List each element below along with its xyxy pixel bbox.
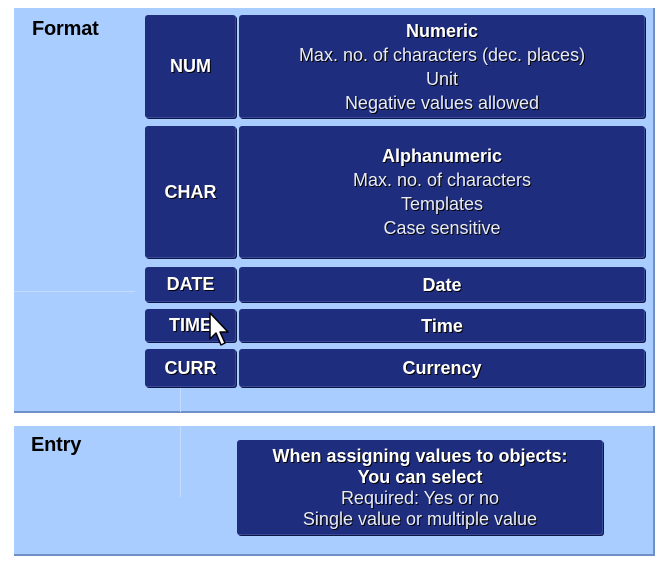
format-code-char[interactable]: CHAR xyxy=(145,126,236,258)
entry-title-line: When assigning values to objects: xyxy=(272,445,568,466)
code-label: TIME xyxy=(169,315,212,335)
desc-line: Unit xyxy=(425,68,458,89)
format-desc-time: Time xyxy=(239,309,645,342)
format-panel-title: Format xyxy=(32,18,99,40)
divider xyxy=(180,426,181,497)
code-label: CURR xyxy=(164,357,217,378)
format-code-num[interactable]: NUM xyxy=(145,15,236,118)
format-desc-date: Date xyxy=(239,267,645,302)
format-code-curr[interactable]: CURR xyxy=(145,349,236,387)
format-desc-numeric: Numeric Max. no. of characters (dec. pla… xyxy=(239,15,645,118)
desc-line: Max. no. of characters (dec. places) xyxy=(298,44,586,65)
desc-line: Templates xyxy=(400,194,484,214)
desc-line: Max. no. of characters xyxy=(352,170,532,190)
desc-title: Currency xyxy=(402,358,482,378)
mouse-pointer-icon xyxy=(209,312,229,346)
entry-title-line: You can select xyxy=(357,466,483,487)
format-desc-currency: Currency xyxy=(239,349,645,387)
entry-line: Single value or multiple value xyxy=(302,508,538,529)
format-desc-alphanumeric: Alphanumeric Max. no. of characters Temp… xyxy=(239,126,645,258)
desc-title: Numeric xyxy=(405,20,479,41)
entry-line: Required: Yes or no xyxy=(340,487,500,508)
entry-panel-title: Entry xyxy=(31,434,82,456)
desc-line: Case sensitive xyxy=(383,218,501,238)
divider xyxy=(14,291,135,292)
code-label: CHAR xyxy=(164,181,217,202)
divider xyxy=(180,388,181,412)
code-label: NUM xyxy=(170,56,211,76)
desc-title: Date xyxy=(422,274,462,295)
desc-line: Negative values allowed xyxy=(344,92,540,113)
code-label: DATE xyxy=(166,274,215,294)
desc-title: Time xyxy=(421,315,463,336)
entry-info-box: When assigning values to objects: You ca… xyxy=(237,440,603,535)
format-code-date[interactable]: DATE xyxy=(145,267,236,302)
desc-title: Alphanumeric xyxy=(381,146,503,166)
